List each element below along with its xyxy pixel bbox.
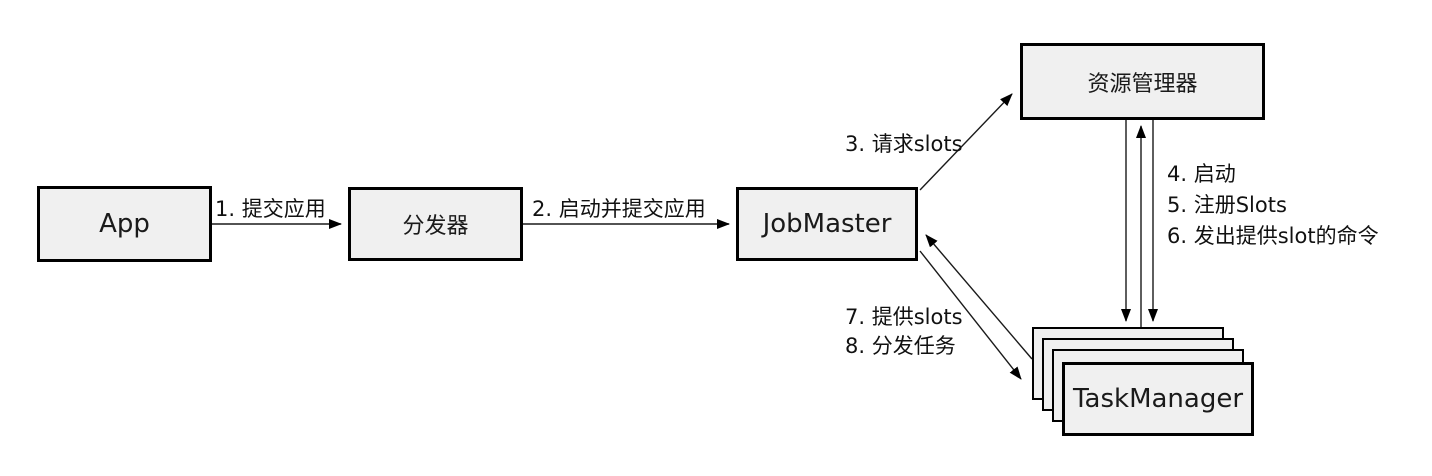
edge-label-group-7-8: 7. 提供slots 8. 分发任务 xyxy=(845,303,963,361)
edge-label-6-issue-offer-slot-command: 6. 发出提供slot的命令 xyxy=(1167,224,1379,248)
node-jobmaster: JobMaster xyxy=(736,187,918,261)
edge-label-1-submit-app: 1. 提交应用 xyxy=(215,197,326,221)
edge-label-7-offer-slots: 7. 提供slots xyxy=(845,305,963,329)
node-resource-manager: 资源管理器 xyxy=(1020,43,1265,120)
node-dispatcher-label: 分发器 xyxy=(402,214,469,239)
node-dispatcher: 分发器 xyxy=(348,187,523,261)
node-jobmaster-label: JobMaster xyxy=(762,209,892,239)
edge-7-taskmanager-to-jobmaster xyxy=(925,234,1033,360)
edge-label-3-request-slots: 3. 请求slots xyxy=(845,132,963,156)
edge-3-jobmaster-to-resourcemanager xyxy=(919,93,1013,191)
node-taskmanager-label: TaskManager xyxy=(1072,384,1244,414)
node-app-label: App xyxy=(99,209,150,239)
edge-label-5-register-slots: 5. 注册Slots xyxy=(1167,193,1287,217)
node-resource-manager-label: 资源管理器 xyxy=(1087,71,1198,97)
node-app: App xyxy=(37,186,212,262)
node-taskmanager: TaskManager xyxy=(1062,362,1254,436)
edge-label-group-4-5-6: 4. 启动 5. 注册Slots 6. 发出提供slot的命令 xyxy=(1167,159,1379,252)
edge-8-jobmaster-to-taskmanager xyxy=(919,250,1022,380)
edge-label-4-start: 4. 启动 xyxy=(1167,162,1236,186)
edge-label-2-start-and-submit-app: 2. 启动并提交应用 xyxy=(532,197,706,221)
edge-label-8-dispatch-tasks: 8. 分发任务 xyxy=(845,334,956,358)
